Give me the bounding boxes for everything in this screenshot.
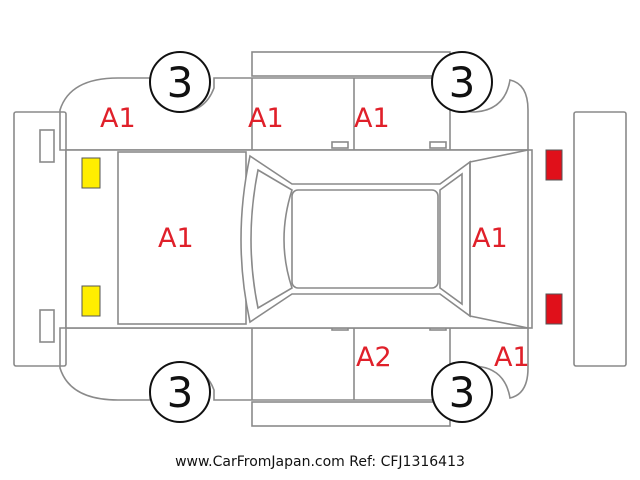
front-left-headlight [81, 157, 101, 189]
mark-tailgate: A1 [472, 223, 508, 254]
rear-left-taillight [545, 149, 563, 181]
mark-front-left-fender: A1 [100, 103, 136, 134]
mark-front-left-door: A1 [248, 103, 284, 134]
mark-rear-right-door: A2 [356, 342, 392, 373]
footer-credit: www.CarFromJapan.com Ref: CFJ1316413 [0, 454, 640, 470]
tire-grade-rear-left: 3 [449, 58, 476, 107]
tire-grade-front-left: 3 [167, 58, 194, 107]
mark-rear-right-fender: A1 [494, 342, 530, 373]
tire-rear-right: 3 [431, 361, 493, 423]
tire-front-right: 3 [431, 51, 493, 113]
front-bumper [13, 111, 67, 367]
tire-grade-rear-right: 3 [449, 368, 476, 417]
mark-hood: A1 [158, 223, 194, 254]
footer-ref: Ref: CFJ1316413 [349, 454, 465, 470]
tire-grade-front-right: 3 [167, 368, 194, 417]
rear-bumper [573, 111, 627, 367]
tire-rear-left: 3 [149, 361, 211, 423]
car-body-top-view [65, 149, 533, 329]
mark-rear-left-door: A1 [354, 103, 390, 134]
footer-site: www.CarFromJapan.com [175, 454, 345, 470]
tire-front-left: 3 [149, 51, 211, 113]
front-right-headlight [81, 285, 101, 317]
rear-right-taillight [545, 293, 563, 325]
